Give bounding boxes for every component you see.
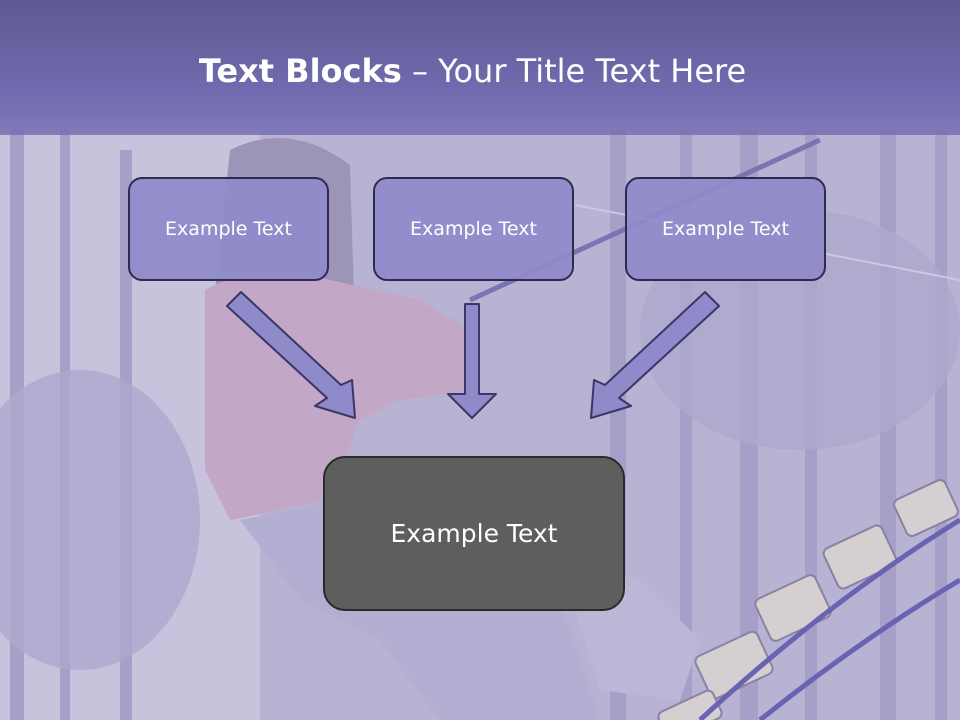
text-block-3-label: Example Text [662, 218, 789, 240]
text-block-1-label: Example Text [165, 218, 292, 240]
result-block-label: Example Text [390, 519, 558, 548]
title-bold: Text Blocks [198, 52, 402, 90]
title-bar [0, 0, 960, 135]
title-dash: – [401, 52, 439, 90]
text-block-3[interactable]: Example Text [625, 177, 826, 281]
text-block-2[interactable]: Example Text [373, 177, 574, 281]
text-block-1[interactable]: Example Text [128, 177, 329, 281]
title-rest: Your Title Text Here [438, 52, 747, 90]
result-block[interactable]: Example Text [323, 456, 625, 611]
text-block-2-label: Example Text [410, 218, 537, 240]
slide-title: Text Blocks – Your Title Text Here [0, 52, 945, 90]
